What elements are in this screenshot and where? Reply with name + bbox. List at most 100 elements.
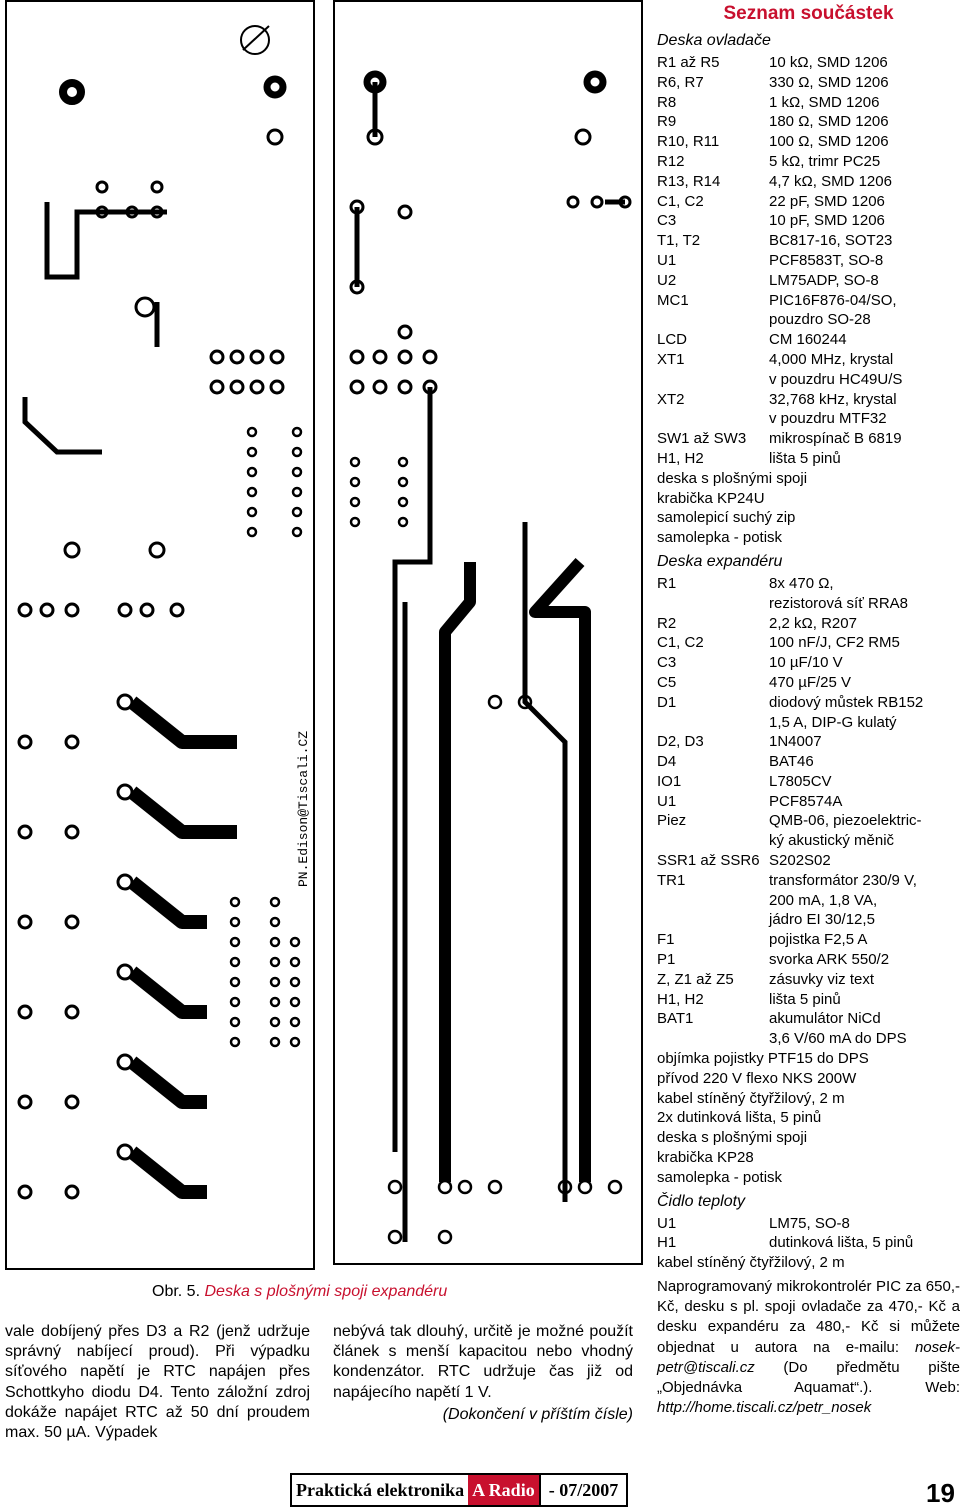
author-website[interactable]: http://home.tiscali.cz/petr_nosek: [657, 1399, 872, 1417]
parts-row: R12 5 kΩ, trimr PC25: [657, 152, 960, 172]
part-value: 100 Ω, SMD 1206: [769, 133, 889, 151]
part-value: dutinková lišta, 5 pinů: [769, 1234, 914, 1252]
part-designator: D1: [657, 693, 677, 711]
part-designator: kabel stíněný čtyřžilový, 2 m: [657, 1254, 845, 1272]
part-value: [845, 1253, 960, 1273]
part-designator: R1 až R5: [657, 54, 720, 71]
part-value: jádro EI 30/12,5: [769, 911, 875, 929]
part-value: CM 160244: [769, 331, 847, 349]
pcb-layout-left: PN.Edison@Tiscali.CZ: [5, 0, 315, 1270]
part-designator: H1: [657, 1234, 677, 1252]
part-value: 10 pF, SMD 1206: [769, 212, 885, 230]
part-value: 8x 470 Ω,: [769, 574, 834, 592]
figure-title: Deska s plošnými spoji expandéru: [204, 1283, 448, 1300]
part-value: 22 pF, SMD 1206: [769, 192, 885, 210]
part-value: [782, 1168, 960, 1188]
part-designator: U1: [657, 792, 677, 810]
parts-row: 3,6 V/60 mA do DPS: [657, 1029, 960, 1049]
part-designator: T1, T2: [657, 232, 701, 250]
part-designator: XT1: [657, 350, 685, 368]
part-designator: R13, R14: [657, 172, 721, 190]
part-value: rezistorová síť RRA8: [769, 594, 908, 612]
part-designator: kabel stíněný čtyřžilový, 2 m: [657, 1089, 845, 1107]
magazine-footer: Praktická elektronika A Radio - 07/2007: [290, 1473, 629, 1507]
part-designator: [657, 831, 769, 851]
part-value: PIC16F876-04/SO,: [769, 291, 897, 309]
part-value: 1,5 A, DIP-G kulatý: [769, 713, 897, 731]
part-value: LM75, SO-8: [769, 1214, 850, 1232]
parts-row: krabička KP28: [657, 1148, 960, 1168]
part-designator: R1: [657, 574, 677, 592]
author-email[interactable]: nosek-petr@tiscali.cz: [657, 1338, 960, 1376]
ordering-note-subject: (Do předmětu pište „Objednávka Aquamat“.…: [657, 1358, 960, 1397]
parts-row: U1 PCF8583T, SO-8: [657, 251, 960, 271]
magazine-name-red: A Radio: [468, 1475, 539, 1505]
part-designator: [657, 594, 769, 614]
magazine-name: Praktická elektronika: [292, 1475, 469, 1505]
part-designator: TR1: [657, 871, 686, 889]
parts-row: H1 dutinková lišta, 5 pinů: [657, 1233, 960, 1253]
part-designator: krabička KP28: [657, 1149, 754, 1167]
part-designator: U1: [657, 251, 677, 269]
part-value: PCF8574A: [769, 792, 843, 810]
part-designator: LCD: [657, 331, 688, 349]
part-value: 5 kΩ, trimr PC25: [769, 152, 881, 170]
part-designator: D2, D3: [657, 733, 704, 751]
part-designator: samolepka - potisk: [657, 529, 783, 547]
part-designator: [657, 910, 769, 930]
part-value: mikrospínač B 6819: [769, 430, 902, 448]
part-designator: deska s plošnými spoji: [657, 469, 808, 487]
part-designator: C1, C2: [657, 192, 704, 210]
part-designator: C1, C2: [657, 634, 704, 652]
part-value: 3,6 V/60 mA do DPS: [769, 1030, 907, 1048]
part-designator: F1: [657, 931, 675, 949]
part-value: [782, 528, 960, 548]
ordering-note: Naprogramovaný mikrokontrolér PIC za 650…: [657, 1277, 960, 1418]
parts-row: kabel stíněný čtyřžilový, 2 m: [657, 1253, 960, 1273]
issue-number: - 07/2007: [538, 1475, 627, 1505]
parts-row: C1, C2 22 pF, SMD 1206: [657, 192, 960, 212]
part-value: 2,2 kΩ, R207: [769, 614, 857, 632]
part-value: [856, 1069, 960, 1089]
page-number: 19: [926, 1478, 955, 1508]
part-value: PCF8583T, SO-8: [769, 251, 884, 269]
part-designator: [657, 310, 769, 330]
part-value: 470 µF/25 V: [769, 673, 852, 691]
parts-row: v pouzdru MTF32: [657, 409, 960, 429]
part-designator: [657, 1029, 769, 1049]
part-value: 180 Ω, SMD 1206: [769, 113, 889, 131]
pcb-logo: [240, 25, 270, 55]
part-value: [795, 508, 960, 528]
part-value: akumulátor NiCd: [769, 1010, 881, 1028]
parts-row: U1 PCF8574A: [657, 792, 960, 812]
parts-row: ký akustický měnič: [657, 831, 960, 851]
part-value: [765, 489, 960, 509]
part-value: lišta 5 pinů: [769, 449, 841, 467]
part-designator: R12: [657, 152, 685, 170]
parts-row: samolepka - potisk: [657, 1168, 960, 1188]
parts-row: rezistorová síť RRA8: [657, 594, 960, 614]
part-value: QMB-06, piezoelektric-: [769, 812, 922, 830]
part-designator: [657, 891, 769, 911]
part-designator: samolepka - potisk: [657, 1168, 783, 1186]
